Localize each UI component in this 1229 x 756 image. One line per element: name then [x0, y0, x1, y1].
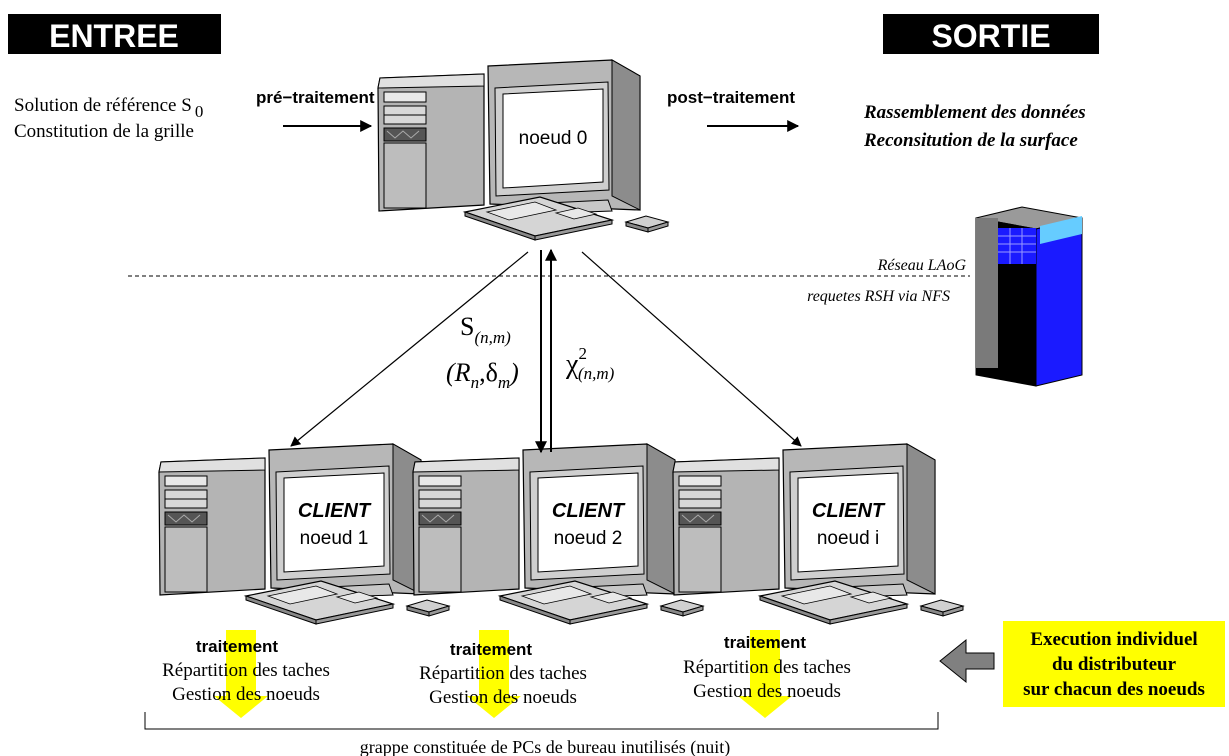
sortie-label: SORTIE	[931, 18, 1050, 54]
network-label: Réseau LAoG	[877, 257, 967, 274]
client-1-name: noeud 1	[300, 528, 369, 549]
grey-left-arrow	[939, 638, 995, 684]
client-computer-i	[672, 443, 965, 625]
cluster-caption: grappe constituée de PCs de bureau inuti…	[360, 737, 730, 756]
input-line-2: Constitution de la grille	[14, 121, 194, 142]
entree-label: ENTREE	[49, 18, 179, 54]
traitement-1: traitement	[196, 637, 279, 656]
sortie-bar	[883, 14, 1099, 54]
client-1-title: CLIENT	[298, 500, 372, 522]
processing-arrow-2	[467, 630, 521, 718]
processing-arrow-1	[214, 630, 268, 718]
execution-line-2: du distributeur	[1052, 654, 1177, 675]
gestion-i: Gestion des noeuds	[693, 681, 841, 702]
arrow-to-client-1	[290, 251, 529, 447]
computer-icon	[412, 443, 705, 625]
pre-traitement-label: pré−traitement	[256, 88, 375, 107]
repartition-1: Répartition des taches	[162, 660, 330, 681]
traitement-i: traitement	[724, 633, 807, 652]
gestion-1: Gestion des noeuds	[172, 684, 320, 705]
rn-dm-label: (Rn,δm)	[446, 358, 519, 392]
processing-arrow-i	[738, 630, 792, 718]
server-icon	[975, 206, 1083, 387]
s-nm-label: S(n,m)	[460, 312, 511, 347]
gestion-2: Gestion des noeuds	[429, 687, 577, 708]
execution-box	[1003, 621, 1225, 707]
computer-icon	[158, 443, 451, 625]
cluster-bracket	[144, 712, 939, 730]
client-i-title: CLIENT	[812, 500, 886, 522]
entree-bar	[8, 14, 221, 54]
chi2-label: χ2(n,m)	[565, 344, 615, 383]
client-2-title: CLIENT	[552, 500, 626, 522]
rsh-label: requetes RSH via NFS	[807, 288, 950, 305]
post-traitement-label: post−traitement	[667, 88, 795, 107]
master-computer: noeud 0	[377, 59, 670, 241]
arrow-to-client-i	[581, 251, 802, 447]
client-computer-1	[158, 443, 451, 625]
repartition-2: Répartition des taches	[419, 663, 587, 684]
execution-line-1: Execution individuel	[1030, 629, 1197, 650]
execution-line-3: sur chacun des noeuds	[1023, 679, 1205, 700]
client-2-name: noeud 2	[554, 528, 623, 549]
repartition-i: Répartition des taches	[683, 657, 851, 678]
client-computer-2	[412, 443, 705, 625]
output-line-2: Reconsitution de la surface	[863, 130, 1078, 151]
output-line-1: Rassemblement des données	[863, 102, 1086, 123]
traitement-2: traitement	[450, 640, 533, 659]
client-i-name: noeud i	[817, 528, 879, 549]
master-node-name: noeud 0	[519, 128, 588, 149]
computer-icon	[672, 443, 965, 625]
